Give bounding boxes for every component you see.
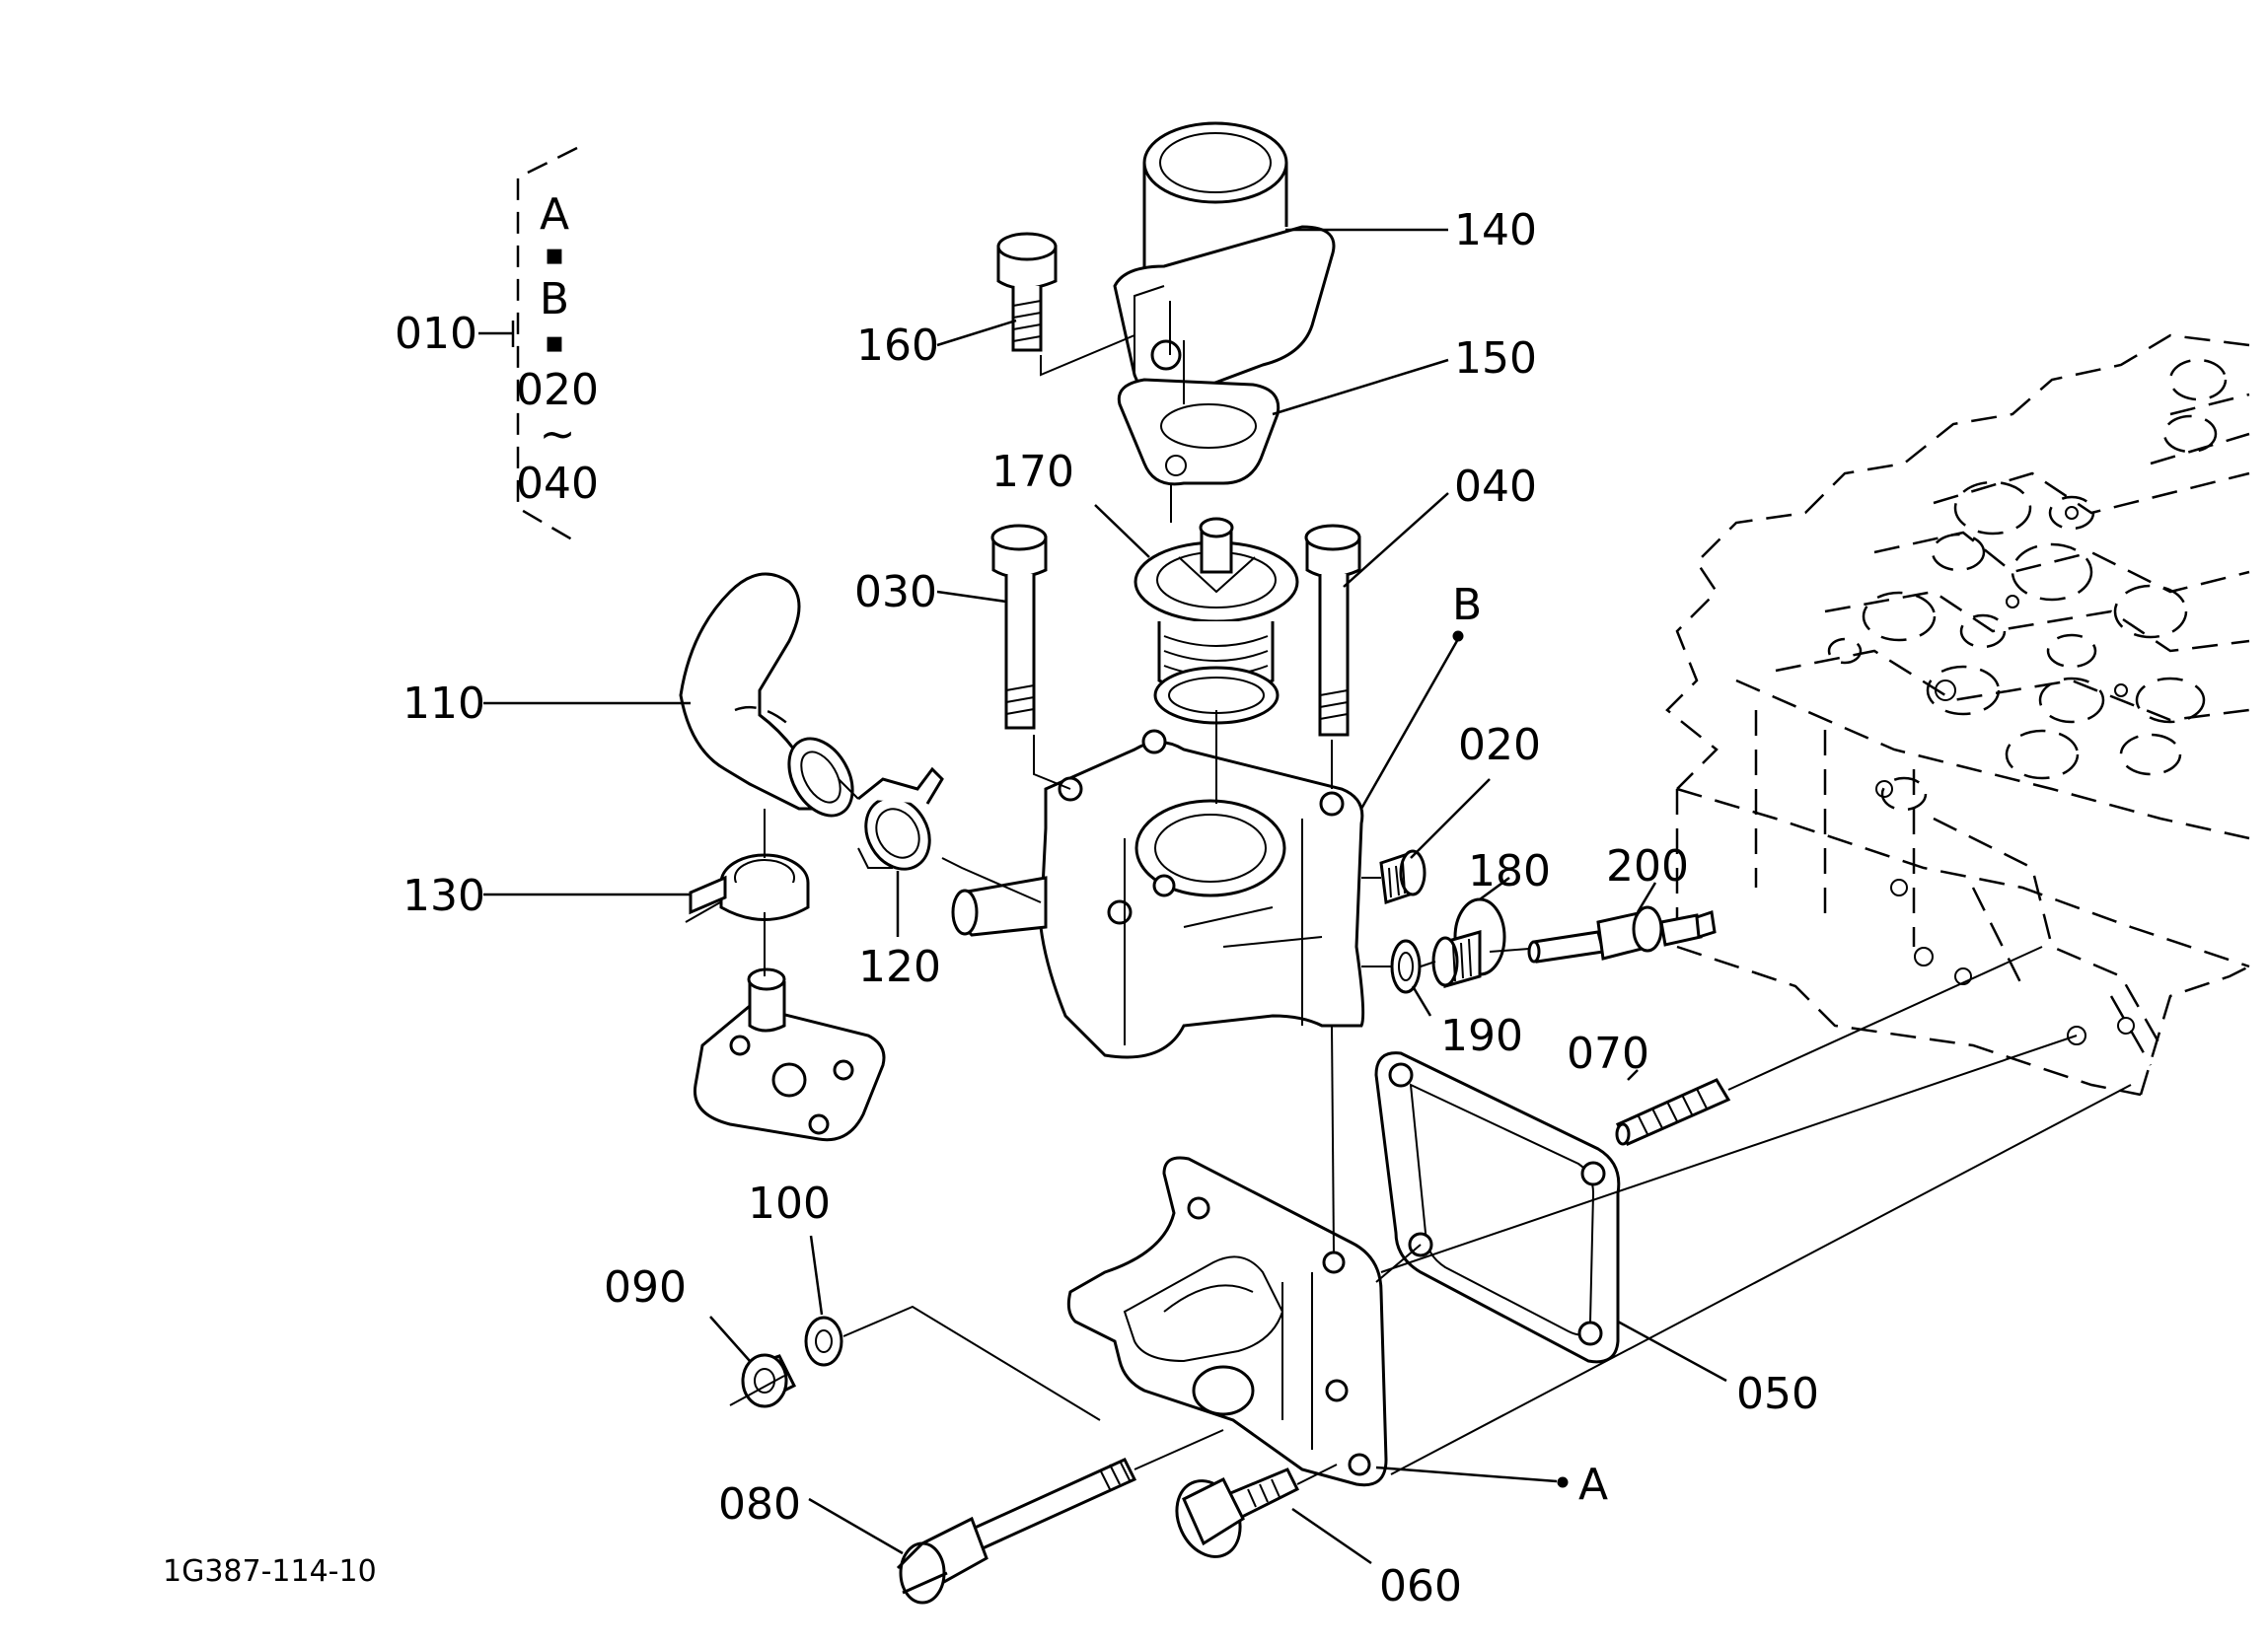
callout-110: 110: [402, 679, 485, 729]
callout-030: 030: [854, 567, 937, 617]
callout-130: 130: [402, 871, 485, 921]
leader-lines: [483, 228, 1727, 1565]
washer-100: [804, 1316, 843, 1367]
callout-140: 140: [1454, 205, 1537, 255]
gasket-050: [1374, 1051, 1621, 1364]
callout-150: 150: [1454, 333, 1537, 384]
thermostat-housing: [951, 729, 1365, 1059]
callout-020: 020: [1458, 720, 1541, 770]
adapter-180: [1431, 897, 1506, 988]
bolt-160: [996, 232, 1058, 352]
callout-190: 190: [1440, 1011, 1523, 1061]
callout-060: 060: [1379, 1561, 1462, 1611]
callout-b: B: [1452, 580, 1482, 630]
callout-100: 100: [748, 1179, 831, 1229]
cylinder-head-drawing: [1665, 333, 2250, 1097]
callout-120: 120: [858, 942, 941, 992]
sensor-200: [1527, 905, 1717, 964]
bolt-060: [1175, 1467, 1300, 1558]
bolt-040: [1304, 524, 1361, 737]
bracket-line-a: A: [540, 189, 569, 240]
thermostat-170: [1134, 517, 1299, 725]
hose-110: [679, 572, 854, 818]
nut-090: [741, 1353, 797, 1408]
bracket-tilde: ~: [540, 409, 576, 460]
bracket-line-020: 020: [516, 365, 599, 415]
clamp-130: [685, 853, 810, 923]
drawing-id: 1G387-114-10: [163, 1554, 377, 1589]
bolt-030: [990, 524, 1048, 730]
callout-050: 050: [1736, 1369, 1819, 1419]
group-bracket-010: A ▪ B ▪ 020 ~ 040 010: [395, 146, 599, 544]
callout-200: 200: [1606, 841, 1689, 892]
reference-dot-b: [1452, 630, 1464, 642]
clamp-120: [857, 766, 944, 871]
bracket-line-b: B: [540, 274, 569, 324]
bracket-dot-2: ▪: [545, 325, 564, 360]
stud-bolt-080: [896, 1458, 1137, 1605]
thermostat-cover-140: [1113, 121, 1336, 398]
stud-070: [1615, 1078, 1731, 1146]
water-pump-flange: [693, 967, 886, 1142]
callout-labels: 140 160 150 170 040 030 B 110 020 180 20…: [402, 205, 1819, 1611]
bracket-line-040: 040: [516, 459, 599, 509]
reference-dot-a: [1557, 1476, 1569, 1488]
callout-160: 160: [856, 321, 939, 371]
water-flange-casting: [1066, 1156, 1388, 1487]
callout-080: 080: [718, 1479, 801, 1530]
callout-040: 040: [1454, 462, 1537, 512]
callout-010: 010: [395, 309, 477, 359]
plug-020: [1379, 849, 1427, 905]
bracket-dot-1: ▪: [545, 238, 564, 272]
callout-090: 090: [604, 1262, 687, 1313]
callout-a: A: [1578, 1460, 1608, 1510]
assembly-lines: [729, 301, 2132, 1485]
callout-170: 170: [991, 447, 1074, 497]
gasket-150: [1117, 378, 1280, 486]
callout-070: 070: [1567, 1029, 1649, 1079]
washer-190: [1390, 939, 1422, 994]
callout-180: 180: [1468, 846, 1551, 896]
